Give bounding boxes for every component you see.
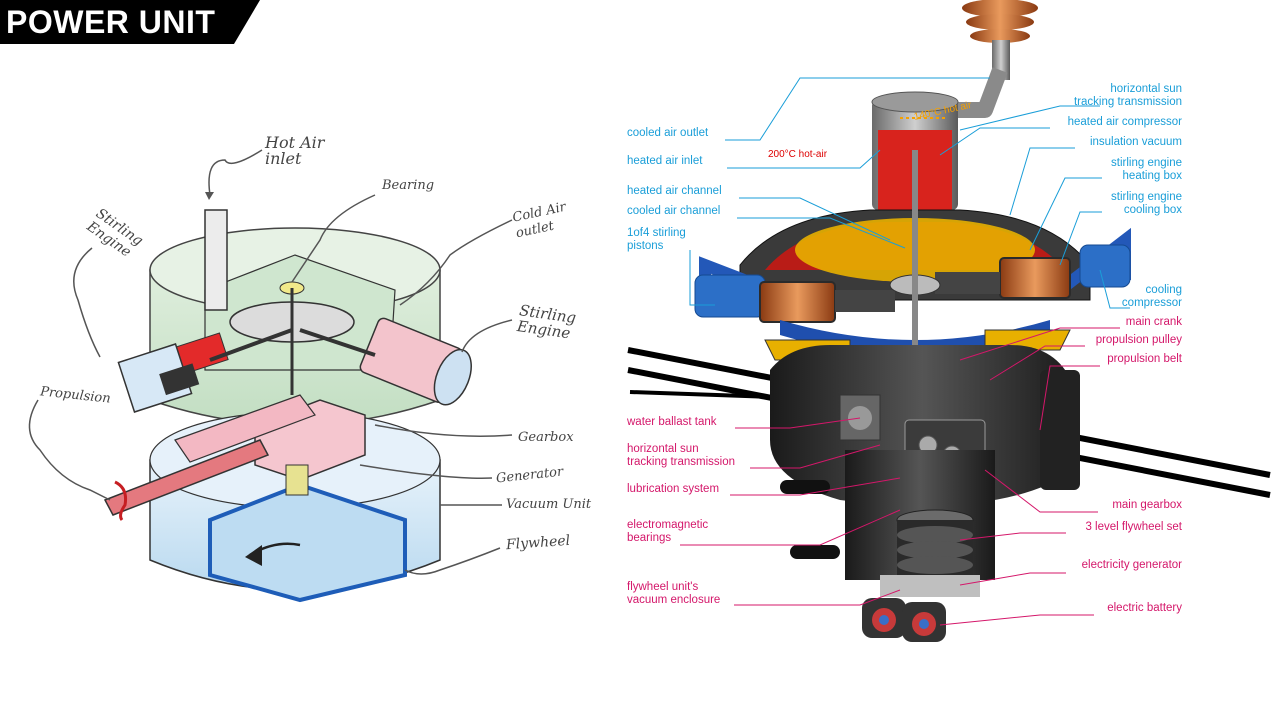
stirling-cylinder-left: [759, 281, 836, 323]
electric-battery: [862, 598, 946, 642]
hot-air-inlet-pipe: [945, 67, 1008, 118]
label-cooled-air-channel: cooled air channel: [627, 205, 721, 217]
render-illustration: [627, 0, 1271, 642]
sketch-label-gearbox: Gearbox: [518, 430, 574, 445]
flywheel-set: [896, 509, 974, 575]
label-stirling-heating-box: stirling engine heating box: [1111, 157, 1182, 182]
label-cooling-compressor: cooling compressor: [1121, 284, 1182, 309]
label-electricity-generator: electricity generator: [1081, 559, 1182, 571]
sketch-label-hot-air-inlet: Hot Air inlet: [265, 133, 325, 168]
propulsion-shaft: [103, 439, 270, 516]
label-horizontal-sun-tracking-left: horizontal sun tracking transmission: [627, 443, 736, 468]
label-main-crank: main crank: [1125, 316, 1182, 328]
cooling-coil-right: [1079, 244, 1131, 288]
central-shaft: [912, 150, 918, 530]
top-insulator: [962, 0, 1038, 80]
sketch-label-vacuum-unit: Vacuum Unit: [506, 497, 592, 512]
electricity-generator: [880, 575, 980, 597]
annotation-200c-hot-air: 200°C hot-air: [768, 149, 828, 160]
label-insulation-vacuum: insulation vacuum: [1089, 136, 1182, 148]
page-title: POWER UNIT: [6, 4, 216, 40]
label-propulsion-belt: propulsion belt: [1107, 353, 1182, 365]
sketch-leader-lines: [28, 149, 513, 575]
gearbox-shaft: [174, 394, 316, 463]
label-horizontal-sun-tracking-right: horizontal sun tracking transmission: [1073, 83, 1182, 108]
label-electromagnetic-bearings: electromagnetic bearings: [627, 519, 709, 544]
label-main-gearbox: main gearbox: [1112, 499, 1182, 511]
label-lubrication-system: lubrication system: [627, 483, 720, 495]
hot-air-inlet-pipe: [204, 209, 228, 311]
label-water-ballast-tank: water ballast tank: [627, 416, 717, 428]
stirling-cylinder-right: [999, 257, 1071, 299]
label-electric-battery: electric battery: [1107, 602, 1182, 614]
label-vacuum-enclosure: flywheel unit's vacuum enclosure: [627, 581, 721, 606]
blue-leader-lines: [689, 77, 1130, 309]
sketch-label-stirling-engine-right: Stirling Engine: [515, 301, 578, 343]
label-heated-air-channel: heated air channel: [627, 185, 722, 197]
cooling-coil-left: [694, 274, 766, 318]
magenta-leader-lines: [680, 327, 1120, 626]
right-stirling-engine: [359, 317, 472, 406]
sketch-illustration: [28, 149, 513, 603]
sketch-label-bearing: Bearing: [382, 178, 435, 193]
label-flywheel-set: 3 level flywheel set: [1085, 521, 1182, 533]
label-heated-air-inlet: heated air inlet: [627, 155, 703, 167]
label-stirling-cooling-box: stirling engine cooling box: [1111, 191, 1182, 216]
banner-background: [0, 0, 260, 44]
label-cooled-air-outlet: cooled air outlet: [627, 127, 709, 139]
generator: [285, 464, 309, 496]
label-propulsion-pulley: propulsion pulley: [1095, 334, 1182, 346]
label-stirling-pistons: 1of4 stirling pistons: [627, 227, 686, 252]
title-banner: POWER UNIT: [0, 0, 260, 44]
label-heated-air-compressor: heated air compressor: [1067, 116, 1182, 128]
